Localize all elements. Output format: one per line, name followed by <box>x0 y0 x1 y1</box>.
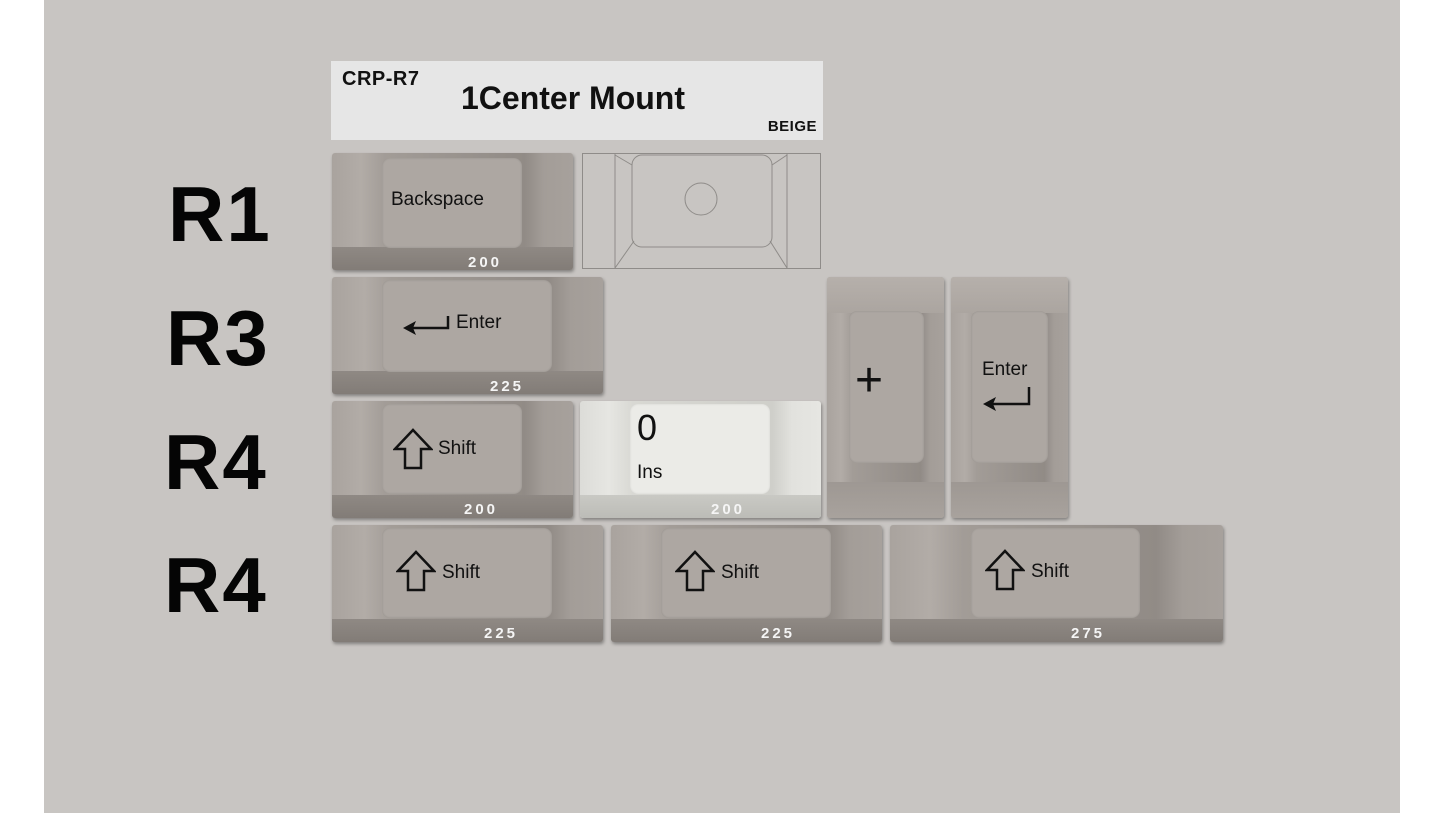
product-code: CRP-R7 <box>342 68 420 90</box>
key-size: 225 <box>484 625 519 642</box>
keycap-shift-225-a: Shift 225 <box>332 525 603 642</box>
key-legend: Shift <box>438 438 477 459</box>
row-label-r4-b: R4 <box>164 541 268 629</box>
keycap-numpad-plus: + <box>827 277 944 518</box>
key-size: 200 <box>711 501 746 518</box>
key-size: 200 <box>468 254 503 270</box>
keycap-top <box>971 528 1140 618</box>
shift-arrow-icon <box>675 550 715 592</box>
key-legend: Enter <box>456 312 502 333</box>
row-label-r1: R1 <box>168 170 272 258</box>
key-size: 225 <box>761 625 796 642</box>
shift-arrow-icon <box>393 428 433 470</box>
key-legend-secondary: Ins <box>637 462 663 483</box>
keycap-skirt <box>611 618 882 642</box>
product-label: CRP-R7 1Center Mount BEIGE <box>331 61 823 140</box>
key-legend: Shift <box>721 562 760 583</box>
keycap-numpad-enter: Enter <box>951 277 1068 518</box>
keycap-shift-200: Shift 200 <box>332 401 573 518</box>
keycap-outline-drawing <box>582 153 821 269</box>
keycap-skirt <box>332 494 573 518</box>
return-arrow-icon <box>403 316 450 335</box>
keycap-endcap <box>951 482 1068 518</box>
keycap-top <box>382 158 522 248</box>
key-legend: Backspace <box>391 189 484 210</box>
keycap-skirt <box>580 494 821 518</box>
row-label-r4-a: R4 <box>164 418 268 506</box>
keycap-top <box>971 311 1048 463</box>
keycap-skirt <box>332 370 603 394</box>
key-size: 200 <box>464 501 499 518</box>
product-color: BEIGE <box>767 118 817 135</box>
key-size: 275 <box>1071 625 1106 642</box>
key-legend: Enter <box>982 359 1028 380</box>
keycap-shift-275: Shift 275 <box>890 525 1223 642</box>
keycap-skirt <box>332 618 603 642</box>
keycap-skirt <box>890 618 1223 642</box>
product-title: 1Center Mount <box>461 80 685 116</box>
keycap-top <box>661 528 831 618</box>
keycap-skirt <box>332 246 573 270</box>
keycap-endcap <box>827 482 944 518</box>
keycap-endcap <box>951 277 1068 313</box>
keycap-top <box>382 528 552 618</box>
key-legend: Shift <box>442 562 481 583</box>
keycap-0-ins: 0 Ins 200 <box>580 401 821 518</box>
key-legend: + <box>855 354 884 407</box>
row-label-r3: R3 <box>166 294 270 382</box>
key-legend: Shift <box>1031 561 1070 582</box>
keycap-endcap <box>827 277 944 313</box>
keycap-shift-225-b: Shift 225 <box>611 525 882 642</box>
return-arrow-icon <box>983 387 1031 411</box>
shift-arrow-icon <box>396 550 436 592</box>
keycap-enter: Enter 225 <box>332 277 603 394</box>
shift-arrow-icon <box>985 549 1025 591</box>
keycap-backspace: Backspace 200 <box>332 153 573 270</box>
keycap-top <box>849 311 924 463</box>
key-size: 225 <box>490 378 525 394</box>
key-legend-primary: 0 <box>637 407 658 448</box>
keycap-top <box>630 404 770 494</box>
